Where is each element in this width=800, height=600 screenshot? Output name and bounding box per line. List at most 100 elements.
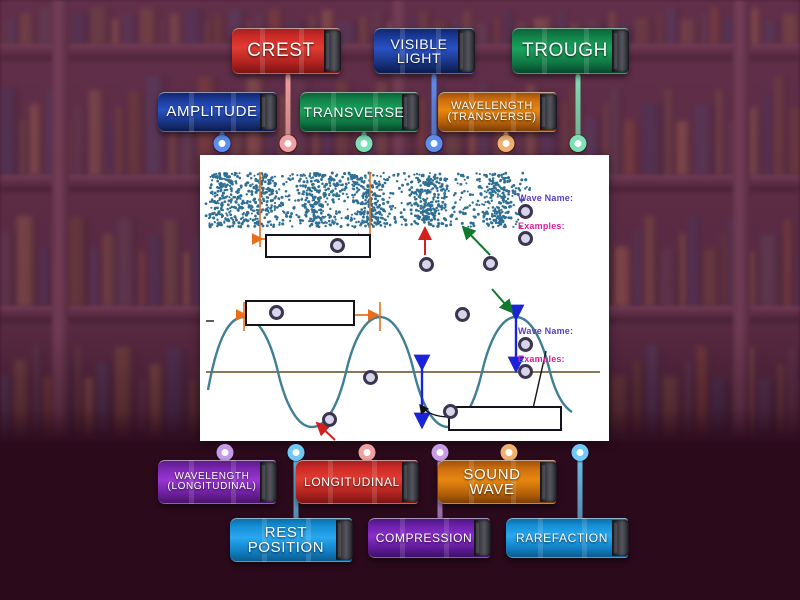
answer-book-transverse[interactable]: TRANSVERSE [300, 92, 419, 132]
peg-knob[interactable] [571, 444, 589, 461]
worksheet-panel: Wave Name: Examples: Wave Name: Examples… [200, 155, 609, 441]
peg-wavelength-transverse [496, 132, 516, 152]
peg-knob[interactable] [287, 444, 305, 461]
peg-visible-light [424, 74, 444, 152]
book-spine [374, 28, 474, 74]
book-spine [506, 518, 628, 558]
peg-knob[interactable] [569, 135, 587, 152]
book-spine [368, 518, 490, 558]
book-band [443, 518, 449, 558]
book-page-edge [540, 94, 557, 130]
drop-target-compression[interactable] [483, 256, 498, 271]
peg-knob[interactable] [355, 135, 373, 152]
book-band [261, 518, 267, 562]
peg-knob[interactable] [425, 135, 443, 152]
book-spine [158, 92, 276, 132]
book-band [330, 92, 336, 132]
peg-knob[interactable] [216, 444, 234, 461]
peg-knob[interactable] [279, 135, 297, 152]
book-label: WAVELENGTH (TRANSVERSE) [447, 99, 537, 123]
book-page-edge [402, 94, 419, 130]
book-spine [232, 28, 340, 74]
book-band [371, 460, 377, 504]
book-band [399, 518, 405, 558]
book-spine [230, 518, 352, 562]
book-band [581, 518, 587, 558]
peg-knob[interactable] [213, 135, 231, 152]
longitudinal-wave-name-label: Wave Name: [518, 193, 574, 203]
book-label: COMPRESSION [375, 530, 473, 545]
crest-pointer-arrow [491, 288, 514, 314]
longitudinal-particle-field [204, 171, 531, 229]
drop-target-transverse-wave-name[interactable] [518, 337, 533, 352]
peg-knob[interactable] [500, 444, 518, 461]
book-band [468, 460, 474, 504]
transverse-wave-name-label: Wave Name: [518, 326, 574, 336]
book-page-edge [612, 520, 629, 556]
book-label: AMPLITUDE [166, 103, 258, 121]
book-band [231, 92, 237, 132]
peg-knob[interactable] [497, 135, 515, 152]
book-band [298, 28, 304, 74]
peg-sound-wave [499, 444, 519, 462]
book-label: TROUGH [522, 40, 608, 62]
answer-book-compression[interactable]: COMPRESSION [368, 518, 491, 558]
book-spine [438, 92, 556, 132]
dropbox-longitudinal-wavelength[interactable] [265, 234, 371, 258]
book-label: REST POSITION [247, 523, 325, 556]
answer-book-rarefaction[interactable]: RAREFACTION [506, 518, 629, 558]
answer-book-trough[interactable]: TROUGH [512, 28, 629, 74]
answer-book-visible-light[interactable]: VISIBLE LIGHT [374, 28, 475, 74]
book-page-edge [612, 30, 629, 72]
drop-target-longitudinal-wavelength[interactable] [330, 238, 345, 253]
book-page-edge [458, 30, 475, 72]
drop-target-crest[interactable] [455, 307, 470, 322]
peg-crest [278, 74, 298, 152]
book-band [400, 28, 405, 74]
answer-book-rest-position[interactable]: REST POSITION [230, 518, 353, 562]
longitudinal-examples-label: Examples: [518, 221, 565, 231]
drop-target-longitudinal-examples[interactable] [518, 231, 533, 246]
peg-wavelength-longitudinal [215, 444, 235, 462]
book-spine [512, 28, 628, 74]
drop-target-longitudinal-wave-name[interactable] [518, 204, 533, 219]
book-label: SOUND WAVE [463, 465, 521, 498]
drop-target-amplitude[interactable] [443, 404, 458, 419]
answer-book-wavelength-longitudinal[interactable]: WAVELENGTH (LONGITUDINAL) [158, 460, 277, 504]
book-spine [300, 92, 418, 132]
book-spine [438, 460, 556, 504]
answer-book-crest[interactable]: CREST [232, 28, 341, 74]
book-band [231, 460, 237, 504]
peg-rarefaction [570, 444, 590, 520]
book-label: LONGITUDINAL [304, 474, 400, 489]
drop-target-trough[interactable] [322, 412, 337, 427]
book-spine [296, 460, 418, 504]
peg-stem [285, 74, 291, 152]
peg-knob[interactable] [431, 444, 449, 461]
answer-book-amplitude[interactable]: AMPLITUDE [158, 92, 277, 132]
drop-target-rarefaction[interactable] [419, 257, 434, 272]
peg-stem [575, 74, 581, 152]
drop-target-transverse-examples[interactable] [518, 364, 533, 379]
book-page-edge [540, 462, 557, 502]
book-page-edge [474, 520, 491, 556]
dropbox-amplitude[interactable] [448, 406, 562, 431]
book-page-edge [402, 462, 419, 502]
peg-longitudinal [357, 444, 377, 462]
peg-stem [431, 74, 437, 152]
answer-book-wavelength-transverse[interactable]: WAVELENGTH (TRANSVERSE) [438, 92, 557, 132]
answer-book-sound-wave[interactable]: SOUND WAVE [438, 460, 557, 504]
book-page-edge [336, 520, 353, 560]
peg-knob[interactable] [358, 444, 376, 461]
compression-pointer-arrow [461, 225, 491, 256]
book-band [537, 518, 543, 558]
dropbox-transverse-wavelength[interactable] [245, 300, 355, 326]
drop-target-transverse-wavelength[interactable] [269, 305, 284, 320]
book-label: RAREFACTION [516, 530, 608, 545]
drop-target-rest-position[interactable] [363, 370, 378, 385]
book-label: TRANSVERSE [303, 103, 405, 120]
book-label: CREST [247, 40, 315, 62]
answer-book-longitudinal[interactable]: LONGITUDINAL [296, 460, 419, 504]
peg-trough [568, 74, 588, 152]
book-band [373, 92, 379, 132]
